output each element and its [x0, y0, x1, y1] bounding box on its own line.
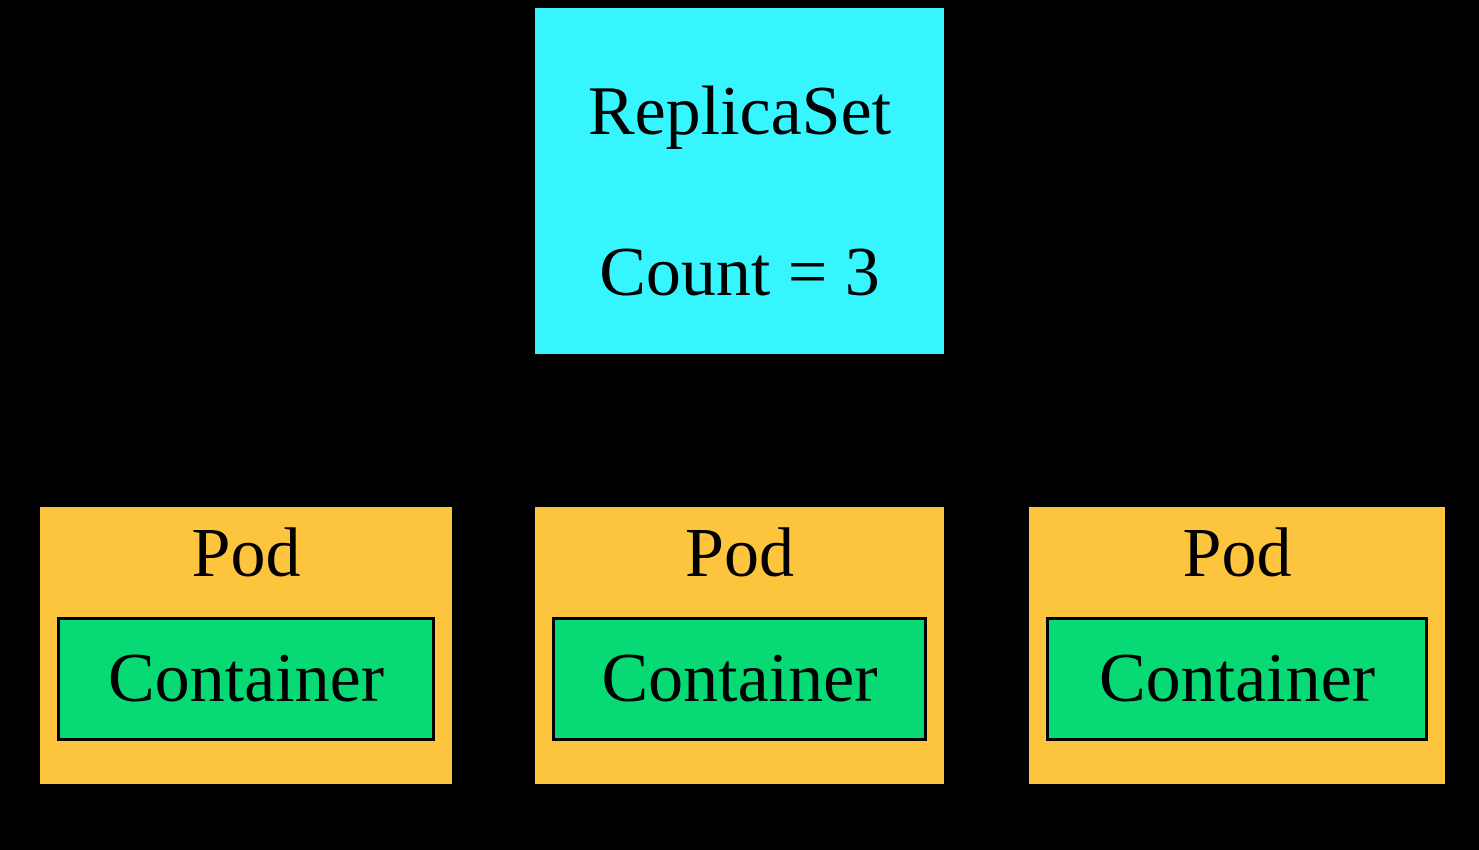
replicaset-node: ReplicaSet Count = 3	[532, 5, 947, 357]
pod-label: Pod	[191, 515, 301, 592]
container-node: Container	[552, 617, 927, 741]
replicaset-label: ReplicaSet	[587, 73, 892, 150]
container-label: Container	[601, 640, 878, 717]
container-label: Container	[107, 640, 385, 717]
container-label: Container	[1098, 640, 1376, 717]
pod-node-1: Pod Container	[37, 504, 455, 787]
container-node: Container	[57, 617, 435, 741]
pod-node-2: Pod Container	[532, 504, 947, 787]
pod-label: Pod	[1182, 515, 1292, 592]
container-node: Container	[1046, 617, 1428, 741]
pod-node-3: Pod Container	[1026, 504, 1448, 787]
pod-label: Pod	[685, 515, 794, 592]
replicaset-count-label: Count = 3	[599, 234, 880, 311]
